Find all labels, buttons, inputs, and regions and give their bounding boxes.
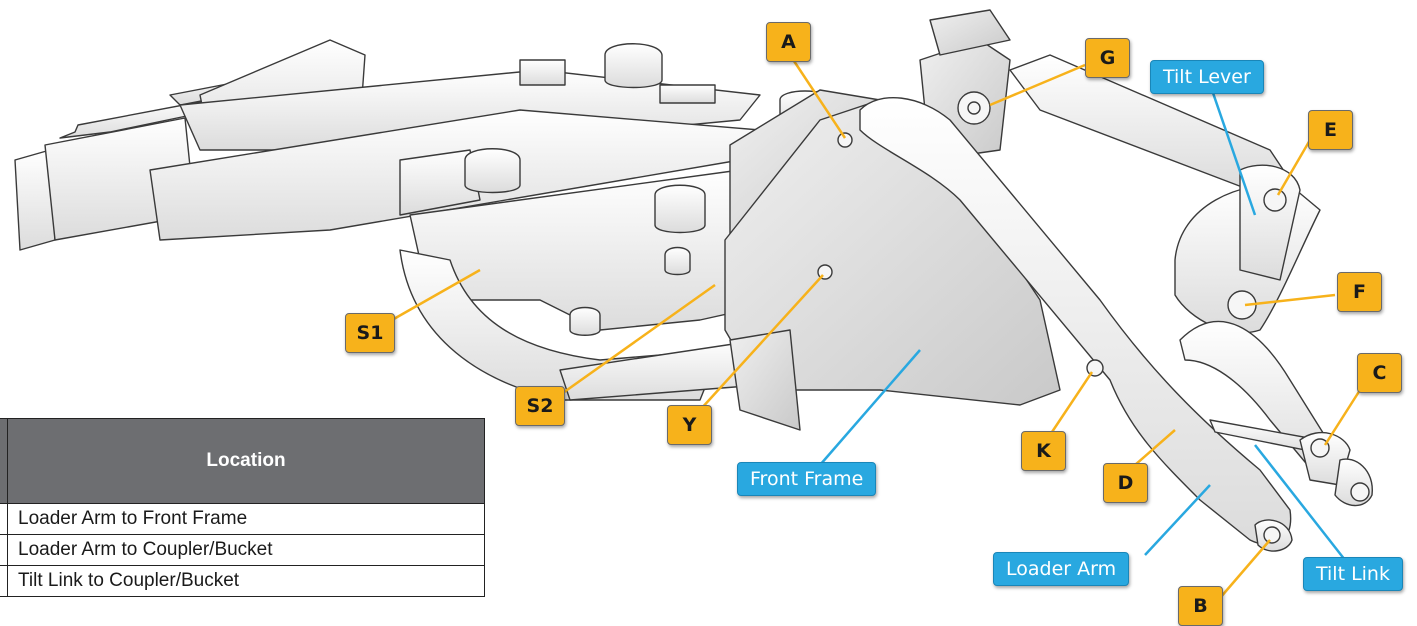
label-loader-arm: Loader Arm	[993, 552, 1130, 586]
label-leaders	[819, 89, 1346, 561]
label-tilt-lever: Tilt Lever	[1150, 60, 1264, 94]
rear-frame	[14, 39, 831, 401]
location-table: Location Loader Arm to Front Frame Loade…	[0, 418, 485, 597]
table-row: Loader Arm to Front Frame	[0, 503, 485, 535]
tag-s2: S2	[515, 386, 565, 426]
tag-s1: S1	[345, 313, 395, 353]
table-header-row: Location	[0, 418, 485, 504]
tag-b: B	[1178, 586, 1223, 626]
table-cell-location: Tilt Link to Coupler/Bucket	[7, 565, 485, 597]
tag-k: K	[1021, 431, 1066, 471]
tag-g: G	[1085, 38, 1130, 78]
tag-a: A	[766, 22, 811, 62]
table-cell-location: Loader Arm to Front Frame	[7, 503, 485, 535]
table-row: Loader Arm to Coupler/Bucket	[0, 534, 485, 566]
leader-lines	[391, 54, 1362, 599]
table-header-letter	[0, 418, 8, 504]
label-front-frame: Front Frame	[737, 462, 877, 496]
table-header-location: Location	[7, 418, 485, 504]
table-row: Tilt Link to Coupler/Bucket	[0, 565, 485, 597]
table-cell-letter	[0, 565, 8, 597]
table-cell-letter	[0, 534, 8, 566]
tag-e: E	[1308, 110, 1353, 150]
tag-c: C	[1357, 353, 1402, 393]
label-tilt-link: Tilt Link	[1303, 557, 1403, 591]
tag-f: F	[1337, 272, 1382, 312]
tag-y: Y	[667, 405, 712, 445]
table-cell-letter	[0, 503, 8, 535]
table-cell-location: Loader Arm to Coupler/Bucket	[7, 534, 485, 566]
tag-d: D	[1103, 463, 1148, 503]
